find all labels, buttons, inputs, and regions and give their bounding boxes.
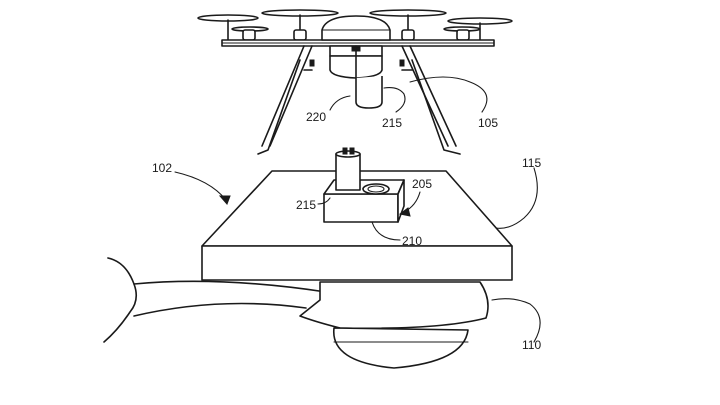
label-110: 110	[522, 338, 541, 352]
held-cylinder	[355, 76, 383, 109]
vehicle-body-line-lower	[133, 302, 307, 317]
label-220: 220	[306, 110, 326, 124]
vehicle-dome	[333, 327, 469, 369]
docking-station	[323, 147, 405, 223]
vehicle-body-line-upper	[133, 280, 327, 293]
leader-lines	[174, 76, 541, 343]
label-102: 102	[152, 161, 172, 175]
label-210: 210	[402, 234, 422, 248]
station-cylinder	[335, 153, 361, 191]
label-215-lower: 215	[296, 198, 316, 212]
platform-front	[201, 245, 513, 281]
station-base	[323, 193, 399, 223]
landing-leg-left	[261, 45, 313, 147]
landing-leg-right	[401, 45, 457, 147]
label-105: 105	[478, 116, 498, 130]
ground-vehicle	[103, 257, 489, 369]
label-215-upper: 215	[382, 116, 402, 130]
label-115: 115	[522, 156, 541, 170]
vehicle-roof	[299, 281, 489, 330]
drone-body	[321, 15, 391, 41]
aerial-vehicle	[197, 9, 513, 155]
label-205: 205	[412, 177, 432, 191]
